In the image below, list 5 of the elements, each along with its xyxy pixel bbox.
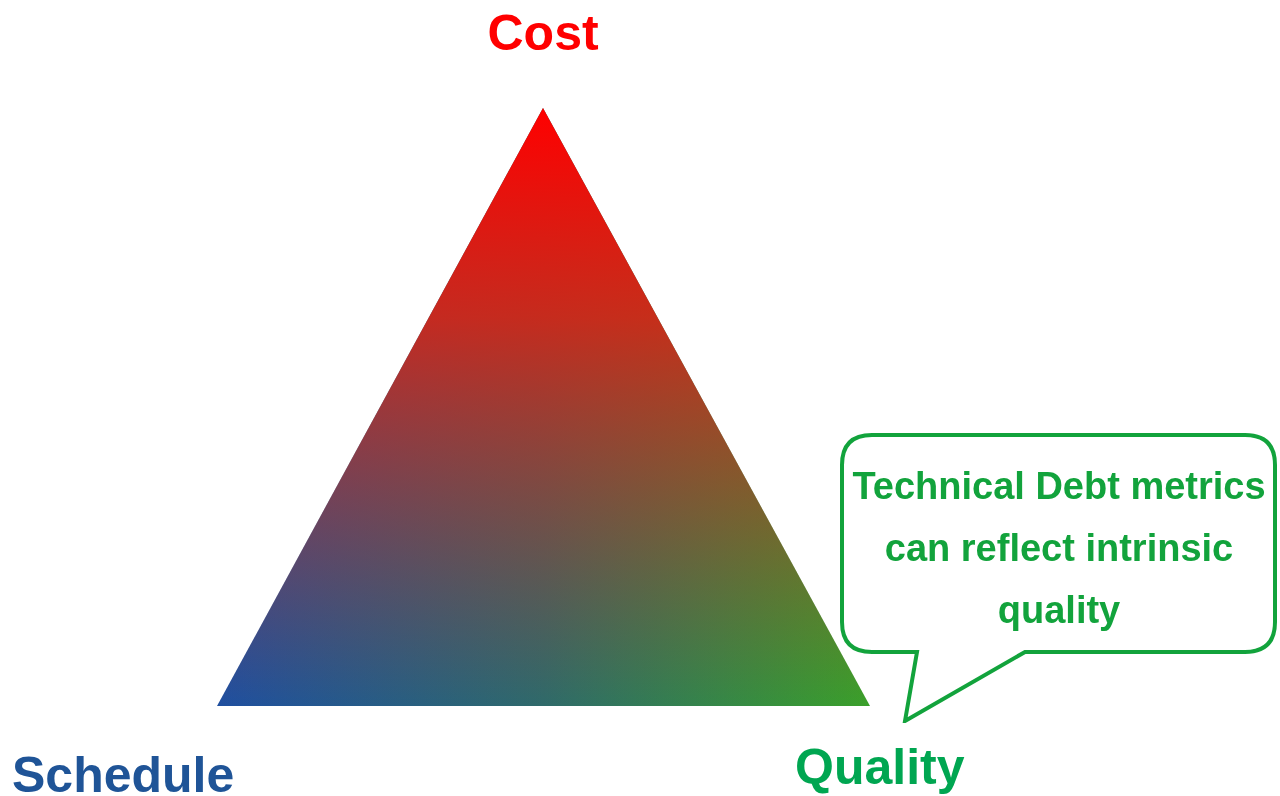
vertex-label: Quality [795,742,965,792]
speech-bubble [840,433,1278,723]
vertex-label: Cost [487,8,599,58]
vertex-label: Schedule [12,750,235,796]
callout-text: Technical Debt metrics can reflect intrinsic quality [852,464,1266,633]
